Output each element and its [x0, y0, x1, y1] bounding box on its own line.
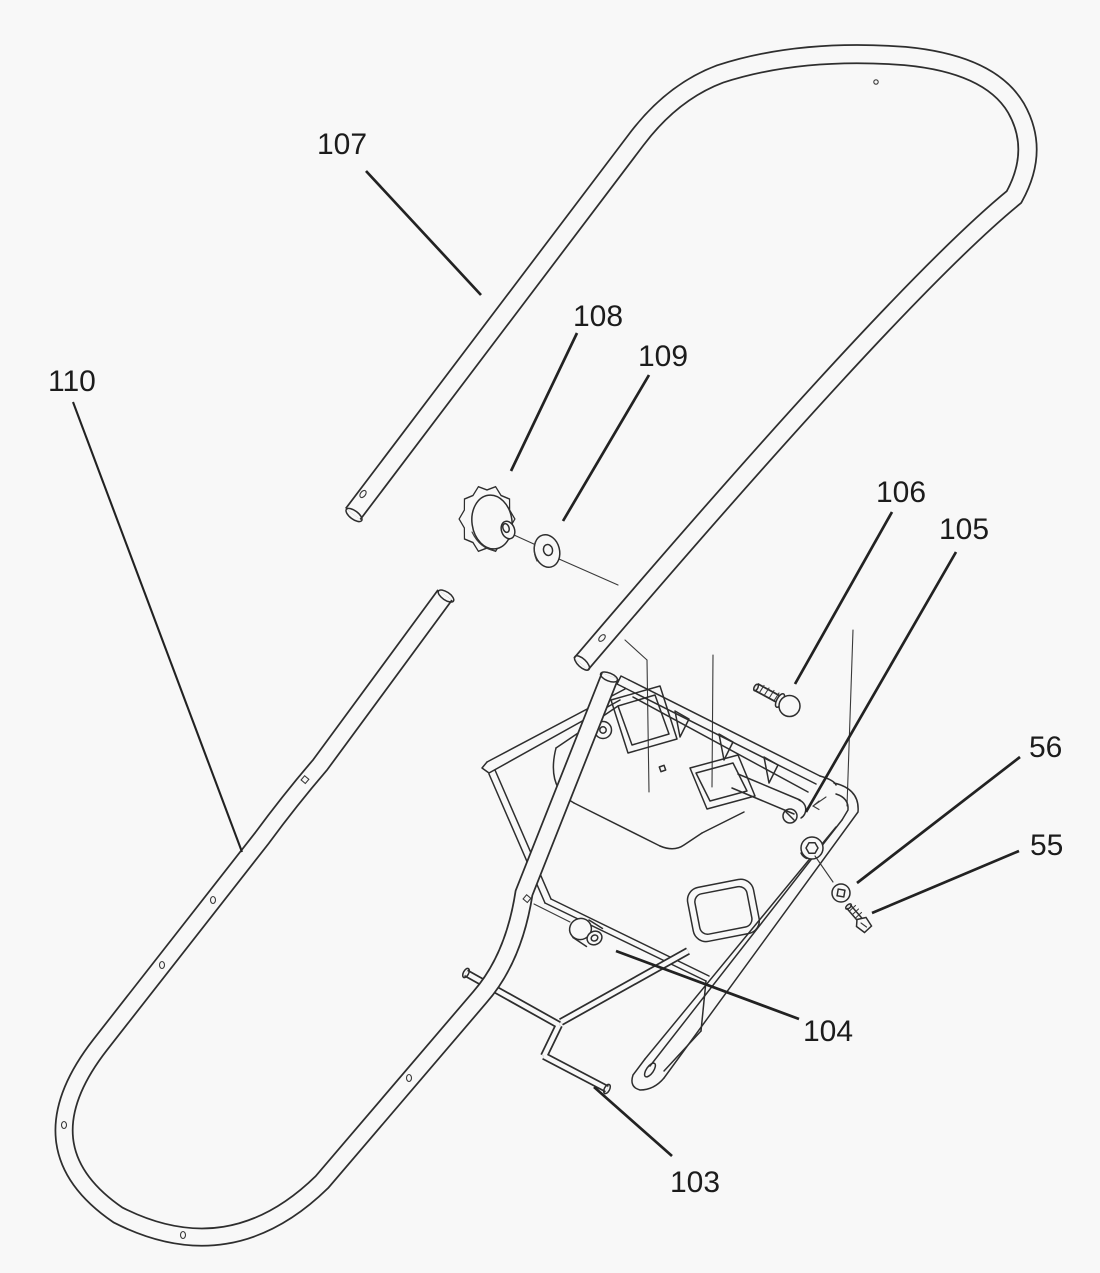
flat-washer: [814, 855, 851, 903]
callout-105-leader: [804, 551, 958, 813]
callout-110: 110: [48, 365, 243, 853]
callout-104-leader: [615, 949, 800, 1021]
callout-56: 56: [856, 731, 1062, 885]
mount-hole: [300, 774, 310, 785]
mount-hole: [598, 634, 606, 642]
callout-110-leader: [72, 401, 243, 853]
alignment-lines: [624, 629, 854, 807]
callout-106-leader: [793, 511, 894, 685]
callout-103: 103: [593, 1085, 720, 1199]
spacer-bushing: [568, 917, 604, 948]
mount-hole: [179, 1230, 187, 1240]
mount-hole: [209, 895, 217, 905]
tube-end: [599, 671, 619, 683]
callout-106-label: 106: [876, 476, 926, 509]
tube-end: [345, 507, 363, 523]
mount-hole: [405, 1073, 413, 1083]
callout-104: 104: [615, 949, 853, 1048]
callout-108-leader: [509, 332, 579, 472]
callout-105-label: 105: [939, 513, 989, 546]
mount-hole: [873, 79, 879, 85]
callout-109-leader: [561, 374, 651, 522]
bail-ring: [686, 878, 761, 943]
callout-108: 108: [509, 300, 623, 472]
fin: [674, 710, 690, 738]
mount-hole: [158, 960, 166, 970]
curved-washer: [533, 533, 561, 569]
callout-107-label: 107: [317, 128, 367, 161]
callout-107: 107: [317, 128, 482, 296]
fin: [718, 733, 734, 761]
callout-107-leader: [365, 170, 482, 296]
mount-hole: [522, 893, 532, 904]
knob-hub: [500, 520, 516, 540]
fin: [763, 756, 779, 784]
upper-loop-handle: [345, 44, 1038, 671]
callout-106: 106: [793, 476, 926, 685]
callout-109-label: 109: [638, 340, 688, 373]
callouts: 107 108 109 110 106 105 56 55: [48, 128, 1063, 1199]
console-side-rail: [631, 782, 859, 1091]
callout-109: 109: [561, 340, 688, 522]
bolt-head: [778, 694, 801, 718]
callout-56-label: 56: [1029, 731, 1062, 764]
callout-104-label: 104: [803, 1015, 853, 1048]
callout-55-label: 55: [1030, 829, 1063, 862]
callout-103-leader: [593, 1085, 673, 1158]
screw: [844, 903, 873, 934]
tube-end: [573, 655, 591, 671]
console-panel: [481, 675, 859, 1091]
lower-bracket: [461, 947, 690, 1095]
slotted-screw: [782, 808, 798, 824]
mount-hole: [359, 489, 367, 499]
callout-56-leader: [856, 755, 1021, 885]
knob: [458, 485, 619, 586]
callout-108-label: 108: [573, 300, 623, 333]
lock-nut: [800, 836, 824, 860]
callout-110-label: 110: [48, 365, 96, 398]
panel-hole: [658, 764, 667, 773]
callout-105: 105: [804, 513, 989, 813]
direction-arrow: [812, 796, 827, 811]
carriage-bolt: [752, 683, 801, 718]
callout-103-label: 103: [670, 1166, 720, 1199]
callout-55: 55: [871, 829, 1063, 915]
tube-end: [437, 589, 455, 603]
mount-hole: [60, 1120, 68, 1130]
lower-handle: [54, 589, 619, 1247]
callout-55-leader: [871, 849, 1020, 915]
